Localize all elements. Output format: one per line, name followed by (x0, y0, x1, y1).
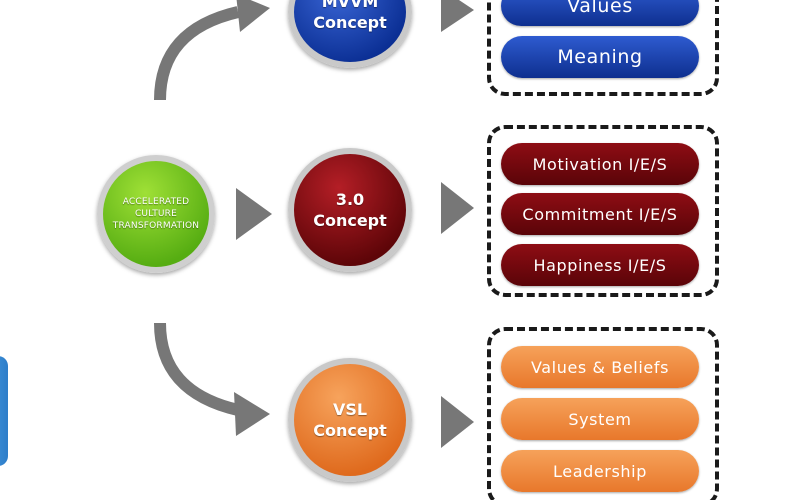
arrow-mvvm-to-group (441, 0, 474, 32)
item-meaning: Meaning (501, 36, 699, 78)
item-leadership: Leadership (501, 450, 699, 492)
arrow-root-to-3-0 (236, 188, 272, 240)
3-0-items-group (487, 125, 719, 297)
item-motivation: Motivation I/E/S (501, 143, 699, 185)
curved-arrow-down-head (234, 392, 270, 436)
concept-label-vsl: VSL Concept (313, 400, 387, 440)
mvvm-items-group (487, 0, 719, 96)
concept-label-mvvm: MVVM Concept (313, 0, 387, 32)
arrow-vsl-to-group (441, 396, 474, 448)
curved-arrow-up (154, 6, 240, 101)
item-system: System (501, 398, 699, 440)
curved-arrow-down (154, 322, 240, 416)
item-values: Values (501, 0, 699, 26)
item-commitment: Commitment I/E/S (501, 193, 699, 235)
vsl-items-group (487, 327, 719, 500)
concept-circle-vsl: VSL Concept (288, 358, 412, 482)
concept-label-3-0: 3.0 Concept (313, 190, 387, 230)
concept-circle-3-0: 3.0 Concept (288, 148, 412, 272)
root-circle: ACCELERATED CULTURE TRANSFORMATION (97, 155, 215, 273)
partial-blue-cylinder (0, 356, 8, 466)
root-label: ACCELERATED CULTURE TRANSFORMATION (112, 197, 200, 231)
item-values-beliefs: Values & Beliefs (501, 346, 699, 388)
arrow-3-0-to-group (441, 182, 474, 234)
item-happiness: Happiness I/E/S (501, 244, 699, 286)
curved-arrow-up-head (236, 0, 270, 32)
